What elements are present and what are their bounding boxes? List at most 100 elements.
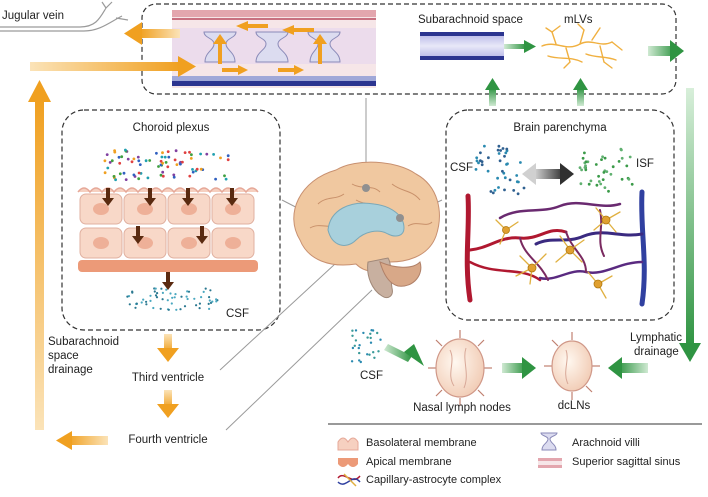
dclns-label: dcLNs bbox=[557, 400, 591, 412]
csf-dot bbox=[134, 306, 137, 309]
lymphatic-drainage-label-1: Lymphatic bbox=[630, 332, 682, 344]
csf-dot bbox=[497, 186, 500, 189]
csf-dot bbox=[167, 308, 170, 311]
csf-dot bbox=[491, 191, 495, 195]
csf-dot bbox=[169, 292, 172, 295]
solute-dot bbox=[105, 153, 109, 157]
csf-dot bbox=[186, 297, 189, 301]
right-lymphatic-arrow bbox=[679, 88, 701, 362]
csf-dot bbox=[183, 305, 187, 308]
subarachnoid-to-mlvs-arrow bbox=[504, 40, 536, 53]
csf-dot bbox=[369, 341, 373, 344]
csf-dot bbox=[503, 154, 506, 158]
csf-dot bbox=[354, 329, 358, 332]
isf-dot bbox=[620, 177, 624, 181]
csf-dot bbox=[517, 180, 520, 184]
solute-dot bbox=[191, 168, 194, 171]
csf-dot bbox=[154, 294, 158, 297]
csf-dot bbox=[505, 147, 509, 151]
csf-dot bbox=[215, 300, 218, 303]
csf-dot bbox=[142, 298, 145, 301]
csf-dot bbox=[165, 288, 168, 291]
legend-basolateral-label: Basolateral membrane bbox=[366, 437, 477, 449]
csf-dot bbox=[161, 291, 164, 294]
choroid-plexus-box bbox=[61, 109, 281, 331]
solute-dot bbox=[137, 159, 141, 163]
mlvs-network bbox=[541, 23, 623, 69]
csf-dot bbox=[166, 299, 169, 302]
solute-dot bbox=[108, 161, 112, 164]
isf-dots bbox=[578, 147, 634, 193]
csf-dot bbox=[503, 176, 507, 180]
csf-dot bbox=[140, 301, 143, 304]
csf-nasal-label: CSF bbox=[360, 370, 383, 382]
solute-dot bbox=[219, 156, 222, 160]
isf-dot bbox=[580, 168, 583, 172]
solute-dot bbox=[160, 155, 164, 159]
csf-dot bbox=[126, 295, 129, 298]
isf-dot bbox=[601, 178, 605, 182]
csf-dot bbox=[208, 299, 211, 302]
legend-capillary-label: Capillary-astrocyte complex bbox=[366, 474, 502, 486]
solute-dot bbox=[179, 162, 182, 166]
legend-sinus-label: Superior sagittal sinus bbox=[572, 456, 681, 468]
csf-dot bbox=[501, 169, 504, 173]
csf-dot bbox=[366, 336, 369, 339]
csf-dot bbox=[369, 336, 372, 340]
csf-dot bbox=[376, 331, 379, 335]
solute-dot bbox=[195, 167, 199, 171]
cell-nucleus bbox=[225, 203, 241, 215]
subarachnoid-drainage-label-1: Subarachnoid bbox=[48, 336, 119, 348]
choroid-dots bbox=[103, 148, 230, 182]
solute-dot bbox=[118, 172, 122, 176]
csf-parenchyma-label: CSF bbox=[450, 162, 473, 174]
csf-dot bbox=[515, 174, 519, 177]
solute-dot bbox=[226, 158, 230, 162]
csf-dot bbox=[474, 168, 478, 171]
csf-dot bbox=[486, 169, 490, 173]
solute-dot bbox=[159, 173, 163, 177]
csf-dot bbox=[499, 149, 502, 152]
isf-dot bbox=[609, 172, 613, 176]
csf-dot bbox=[519, 161, 522, 164]
csf-dot bbox=[207, 302, 210, 305]
csf-dot bbox=[357, 346, 360, 350]
csf-dots-parenchyma bbox=[474, 144, 526, 196]
mlvs-label: mLVs bbox=[564, 14, 593, 26]
csf-dot bbox=[372, 351, 375, 354]
csf-dot bbox=[506, 162, 509, 166]
isf-dot bbox=[603, 186, 607, 190]
solute-dot bbox=[223, 174, 226, 178]
solute-dot bbox=[161, 170, 165, 174]
csf-dot bbox=[161, 298, 164, 301]
csf-dot bbox=[208, 296, 211, 299]
csf-dot bbox=[498, 159, 502, 163]
csf-dot bbox=[377, 350, 380, 353]
isf-dot bbox=[607, 189, 610, 193]
solute-dot bbox=[132, 173, 136, 177]
csf-dot bbox=[358, 359, 361, 362]
csf-dot bbox=[480, 160, 484, 164]
csf-dots-choroid bbox=[126, 287, 219, 311]
csf-dot bbox=[180, 295, 183, 298]
solute-dot bbox=[137, 177, 141, 181]
csf-dot bbox=[371, 329, 375, 332]
solute-dot bbox=[191, 170, 195, 174]
apical-membrane-bottom bbox=[78, 260, 258, 272]
csf-dot bbox=[379, 338, 382, 341]
solute-dot bbox=[164, 161, 168, 164]
csf-dot bbox=[477, 161, 480, 165]
isf-dot bbox=[600, 158, 603, 162]
solute-dot bbox=[103, 171, 107, 175]
csf-dot bbox=[369, 332, 372, 335]
mlvs-out-arrow bbox=[648, 40, 684, 62]
solute-dot bbox=[199, 152, 203, 156]
csf-dot bbox=[359, 360, 362, 364]
brain-illustration bbox=[293, 161, 440, 299]
solute-dot bbox=[146, 176, 150, 180]
isf-dot bbox=[584, 160, 588, 164]
choroid-brown-arrows bbox=[102, 188, 238, 290]
solute-dot bbox=[224, 177, 228, 181]
